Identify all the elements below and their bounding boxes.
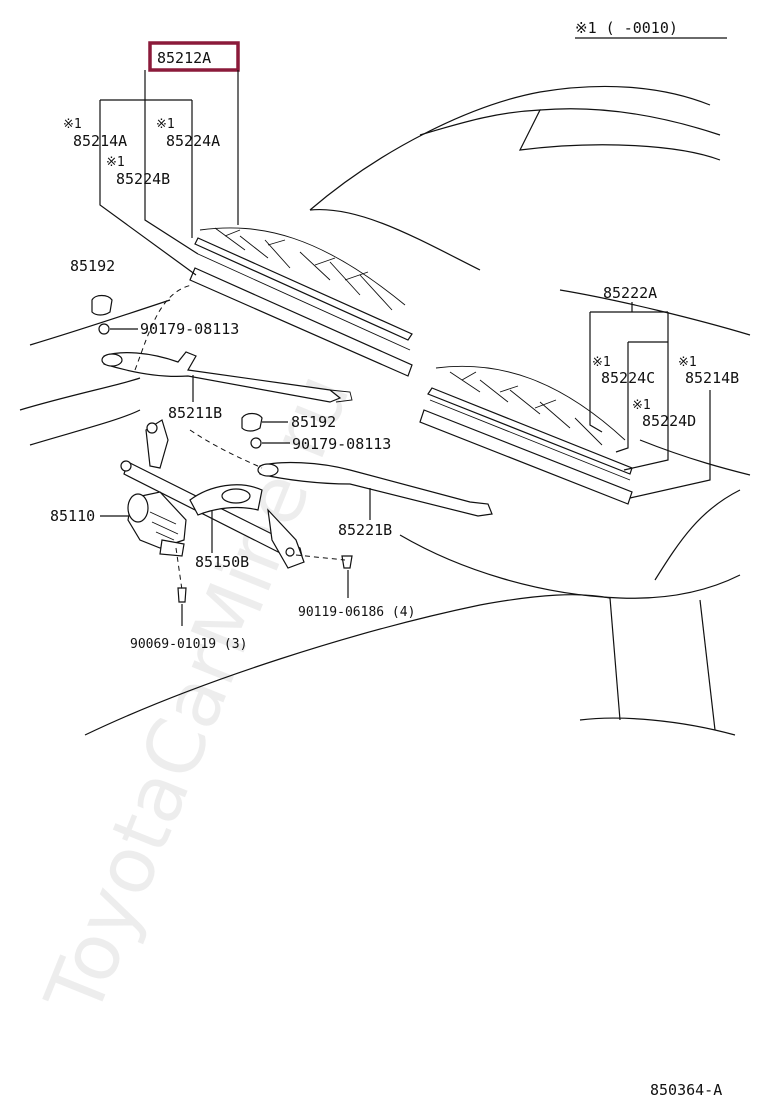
nut-90179-upper (98, 323, 110, 335)
mark-85214B: ※1 (678, 355, 697, 370)
car-body-outline (19, 85, 751, 736)
bolt-90119 (341, 555, 353, 569)
label-85224B[interactable]: 85224B (116, 170, 170, 188)
wiper-motor (127, 491, 187, 557)
label-85110[interactable]: 85110 (50, 507, 95, 525)
label-85192-upper[interactable]: 85192 (70, 257, 115, 275)
watermark-text: ToyotaCarMine.ru (29, 362, 368, 1028)
nut-90179-lower (250, 437, 262, 449)
right-leader-lines (589, 302, 711, 499)
left-wiper-blade (189, 227, 413, 377)
diagram-code: 850364-A (650, 1081, 722, 1099)
bolt-90069 (177, 587, 187, 603)
mark-85224D: ※1 (632, 398, 651, 413)
label-85211B[interactable]: 85211B (168, 404, 222, 422)
label-85214B[interactable]: 85214B (685, 369, 739, 387)
pivot-dash-lower (189, 429, 263, 469)
mark-85214A: ※1 (63, 117, 82, 132)
pivot-dash-upper (134, 284, 193, 371)
right-wiper-arm (257, 461, 493, 517)
mark-85224C: ※1 (592, 355, 611, 370)
label-90179-lower[interactable]: 90179-08113 (292, 435, 391, 453)
mark-85224A: ※1 (156, 117, 175, 132)
right-wiper-blade (419, 365, 633, 505)
label-85192-lower[interactable]: 85192 (291, 413, 336, 431)
label-85224C[interactable]: 85224C (601, 369, 655, 387)
label-85224A[interactable]: 85224A (166, 132, 220, 150)
label-85221B[interactable]: 85221B (338, 521, 392, 539)
label-85150B[interactable]: 85150B (195, 553, 249, 571)
mark-85224B: ※1 (106, 155, 125, 170)
motor-bolt-dash (175, 547, 183, 591)
label-90069[interactable]: 90069-01019 (3) (130, 637, 247, 652)
label-90119[interactable]: 90119-06186 (4) (298, 605, 415, 620)
label-90179-upper[interactable]: 90179-08113 (140, 320, 239, 338)
header-note: ※1 ( -0010) (575, 19, 678, 37)
label-85224D[interactable]: 85224D (642, 412, 696, 430)
left-wiper-arm (101, 351, 353, 403)
highlight-box-85212A (148, 41, 240, 72)
label-85222A[interactable]: 85222A (603, 284, 657, 302)
cap-85192-lower (241, 412, 263, 432)
left-leader-lines (99, 70, 239, 276)
cap-85192-upper (91, 294, 113, 316)
label-85212A[interactable]: 85212A (157, 49, 211, 67)
wiper-link (120, 419, 305, 569)
label-85214A[interactable]: 85214A (73, 132, 127, 150)
